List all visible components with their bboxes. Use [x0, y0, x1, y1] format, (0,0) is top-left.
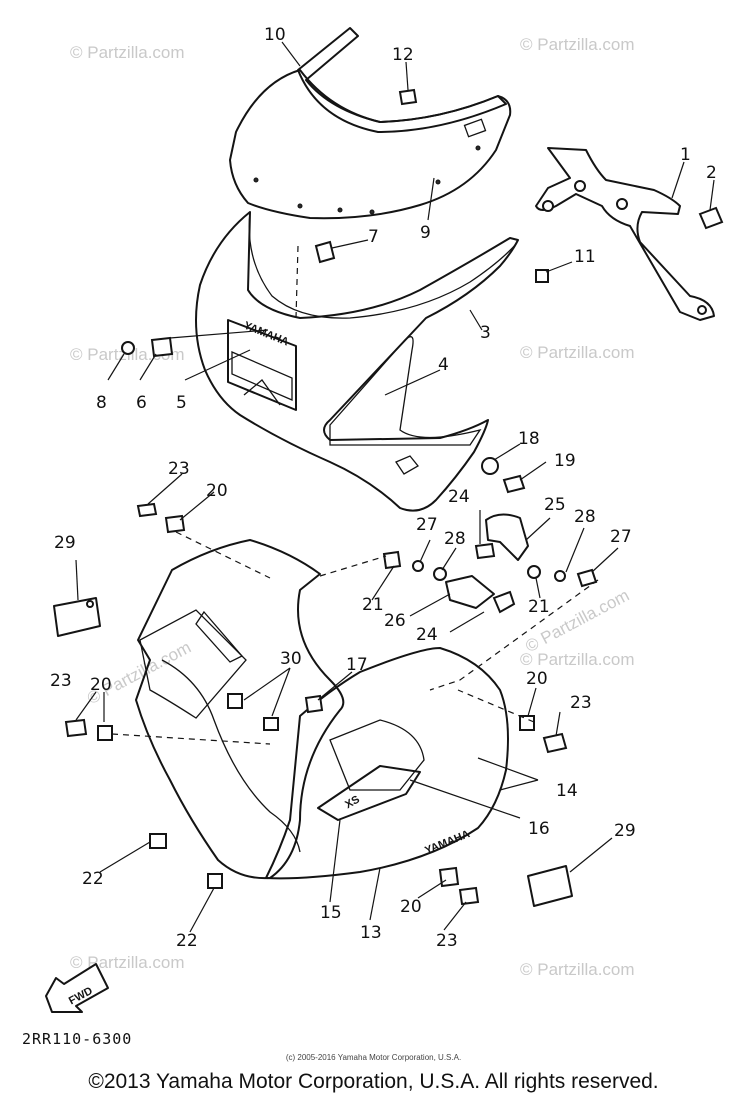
upper-leaders	[107, 41, 715, 481]
watermark: © Partzilla.com	[84, 638, 194, 709]
lower-cowl-vent	[195, 610, 244, 663]
fairing-side-cutout	[329, 336, 482, 446]
callout-14: 14	[556, 781, 578, 801]
callout-17: 17	[346, 655, 368, 675]
callout-29: 29	[54, 533, 76, 553]
callout-12: 12	[392, 45, 414, 65]
watermark: © Partzilla.com	[520, 960, 635, 979]
callout-27: 27	[610, 527, 632, 547]
callout-20: 20	[206, 481, 228, 501]
callout-26: 26	[384, 611, 406, 631]
callout-23: 23	[570, 693, 592, 713]
callout-23: 23	[436, 931, 458, 951]
callout-18: 18	[518, 429, 540, 449]
callouts: 10 12 1 2 9 7 11 3 4 8 6 5 18 19 23 20 2…	[50, 25, 717, 951]
callout-29: 29	[614, 821, 636, 841]
windscreen-trim	[297, 27, 507, 133]
lower-cowl-left-inner	[161, 659, 301, 853]
callout-10: 10	[264, 25, 286, 45]
callout-15: 15	[320, 903, 342, 923]
watermark: © Partzilla.com	[520, 35, 635, 54]
xs-decal-text: XS	[343, 794, 362, 812]
callout-24: 24	[416, 625, 438, 645]
callout-2: 2	[706, 163, 717, 183]
callout-21: 21	[528, 597, 550, 617]
windscreen-screws	[253, 145, 481, 215]
callout-1: 1	[680, 145, 691, 165]
yamaha-decal: YAMAHA	[242, 320, 290, 349]
lower-cowl-right	[265, 647, 509, 880]
watermark: © Partzilla.com	[70, 43, 185, 62]
lower-cowl-left	[135, 539, 345, 880]
callout-27: 27	[416, 515, 438, 535]
callout-20: 20	[90, 675, 112, 695]
callout-3: 3	[480, 323, 491, 343]
callout-30: 30	[280, 649, 302, 669]
windscreen-emblem	[463, 118, 487, 138]
lower-brackets	[445, 513, 529, 614]
upper-fairing	[195, 211, 519, 512]
copyright: ©2013 Yamaha Motor Corporation, U.S.A. A…	[88, 1070, 659, 1093]
callout-24: 24	[448, 487, 470, 507]
xs-decal: XS	[317, 765, 421, 821]
callout-16: 16	[528, 819, 550, 839]
lower-leaders	[75, 473, 619, 933]
callout-4: 4	[438, 355, 449, 375]
callout-8: 8	[96, 393, 107, 413]
callout-6: 6	[136, 393, 147, 413]
reflector-left	[53, 597, 101, 637]
callout-13: 13	[360, 923, 382, 943]
fairing-stay-bracket	[535, 147, 715, 321]
callout-28: 28	[444, 529, 466, 549]
windscreen	[229, 69, 512, 220]
small-copyright: (c) 2005-2016 Yamaha Motor Corporation, …	[285, 1053, 462, 1062]
callout-23: 23	[50, 671, 72, 691]
lower-cowl-panel	[329, 719, 425, 791]
upper-hardware	[121, 88, 724, 494]
watermark: © Partzilla.com	[520, 343, 635, 362]
callout-5: 5	[176, 393, 187, 413]
callout-23: 23	[168, 459, 190, 479]
diagram-code: 2RR110-6300	[22, 1030, 132, 1048]
callout-21: 21	[362, 595, 384, 615]
lower-cowl-opening	[139, 609, 247, 719]
callout-22: 22	[176, 931, 198, 951]
callout-22: 22	[82, 869, 104, 889]
callout-19: 19	[554, 451, 576, 471]
callout-28: 28	[574, 507, 596, 527]
callout-20: 20	[526, 669, 548, 689]
yamaha-emblem-panel: YAMAHA	[227, 319, 297, 411]
lower-hardware	[64, 502, 598, 906]
upper-fairing-inner-edge	[248, 211, 517, 319]
callout-20: 20	[400, 897, 422, 917]
fairing-vent	[395, 455, 419, 475]
callout-9: 9	[420, 223, 431, 243]
watermark: © Partzilla.com	[520, 650, 635, 669]
callout-25: 25	[544, 495, 566, 515]
yamaha-lower-decal: YAMAHA	[423, 828, 471, 857]
reflector-right	[527, 865, 573, 907]
callout-7: 7	[368, 227, 379, 247]
callout-11: 11	[574, 247, 596, 267]
